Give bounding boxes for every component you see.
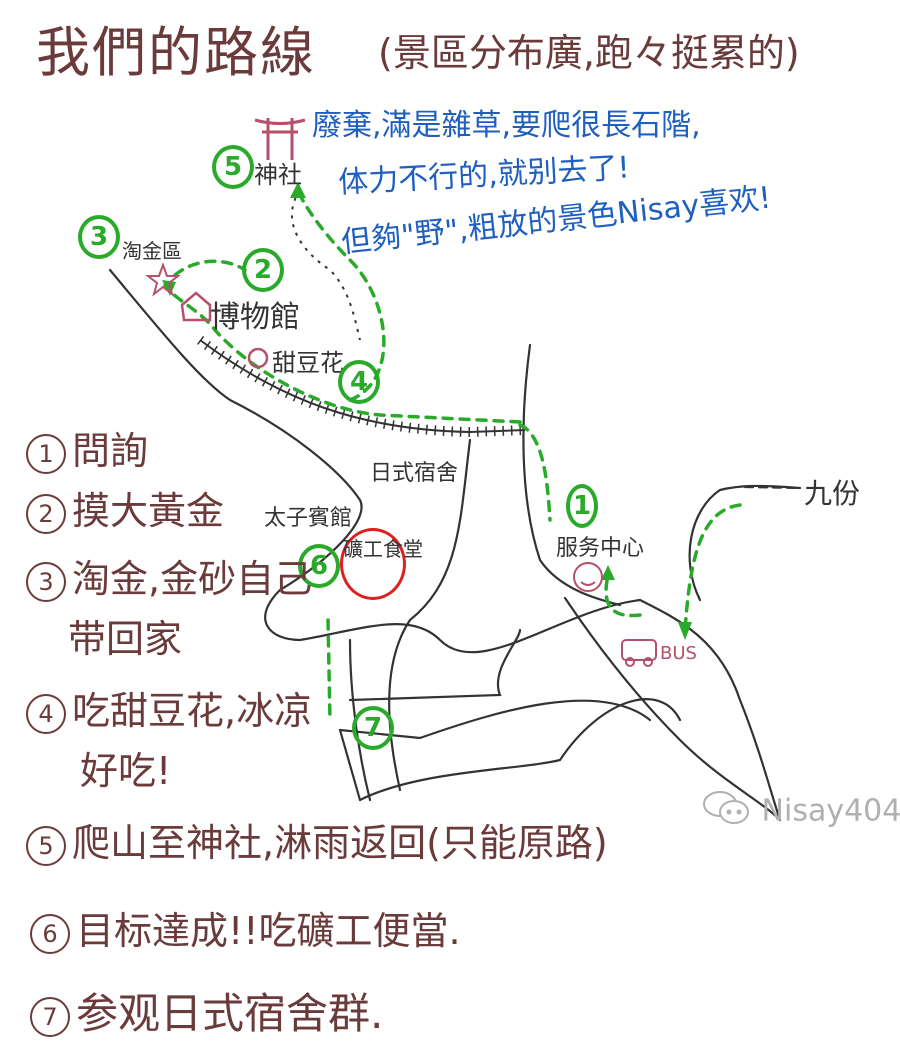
main-road bbox=[108, 268, 642, 654]
pin-5: 5 bbox=[212, 145, 254, 189]
legend-item-3-cont: 带回家 bbox=[68, 617, 183, 661]
road-north bbox=[522, 343, 622, 607]
pin-6: 6 bbox=[298, 544, 340, 588]
pin-2: 2 bbox=[242, 248, 284, 292]
label-prince-house: 太子賓館 bbox=[264, 506, 353, 531]
page-subtitle: (景區分布廣,跑々挺累的) bbox=[378, 31, 800, 75]
label-japanese-dorms: 日式宿舍 bbox=[370, 461, 459, 486]
label-douhua: 甜豆花 bbox=[272, 349, 344, 377]
house-icon bbox=[180, 291, 212, 322]
note-line-1: 廢棄,滿是雜草,要爬很長石階, bbox=[312, 108, 701, 143]
pin-3: 3 bbox=[78, 215, 120, 259]
label-museum: 博物館 bbox=[210, 300, 300, 335]
miner-canteen-highlight: 礦工食堂 bbox=[340, 528, 423, 600]
torii-icon bbox=[254, 118, 306, 160]
bowl-icon bbox=[247, 347, 269, 369]
label-bus: BUS bbox=[660, 643, 697, 664]
bus-icon bbox=[621, 639, 657, 667]
watermark-text: Nisay404 bbox=[761, 793, 900, 829]
pin-7: 7 bbox=[352, 706, 394, 750]
watermark: Nisay404 bbox=[700, 788, 900, 836]
wechat-icon bbox=[700, 788, 752, 836]
pin-4: 4 bbox=[338, 360, 380, 404]
star-icon bbox=[145, 262, 181, 297]
label-jiufen: 九份 bbox=[804, 477, 861, 510]
label-gold-panning: 淘金區 bbox=[122, 239, 182, 263]
label-shrine: 神社 bbox=[254, 161, 302, 189]
label-service-center: 服务中心 bbox=[556, 536, 645, 561]
legend-item-4-cont: 好吃! bbox=[80, 749, 172, 793]
page-title: 我們的路線 bbox=[36, 21, 316, 84]
pin-1: 1 bbox=[566, 484, 598, 528]
smiley-icon bbox=[573, 562, 603, 592]
